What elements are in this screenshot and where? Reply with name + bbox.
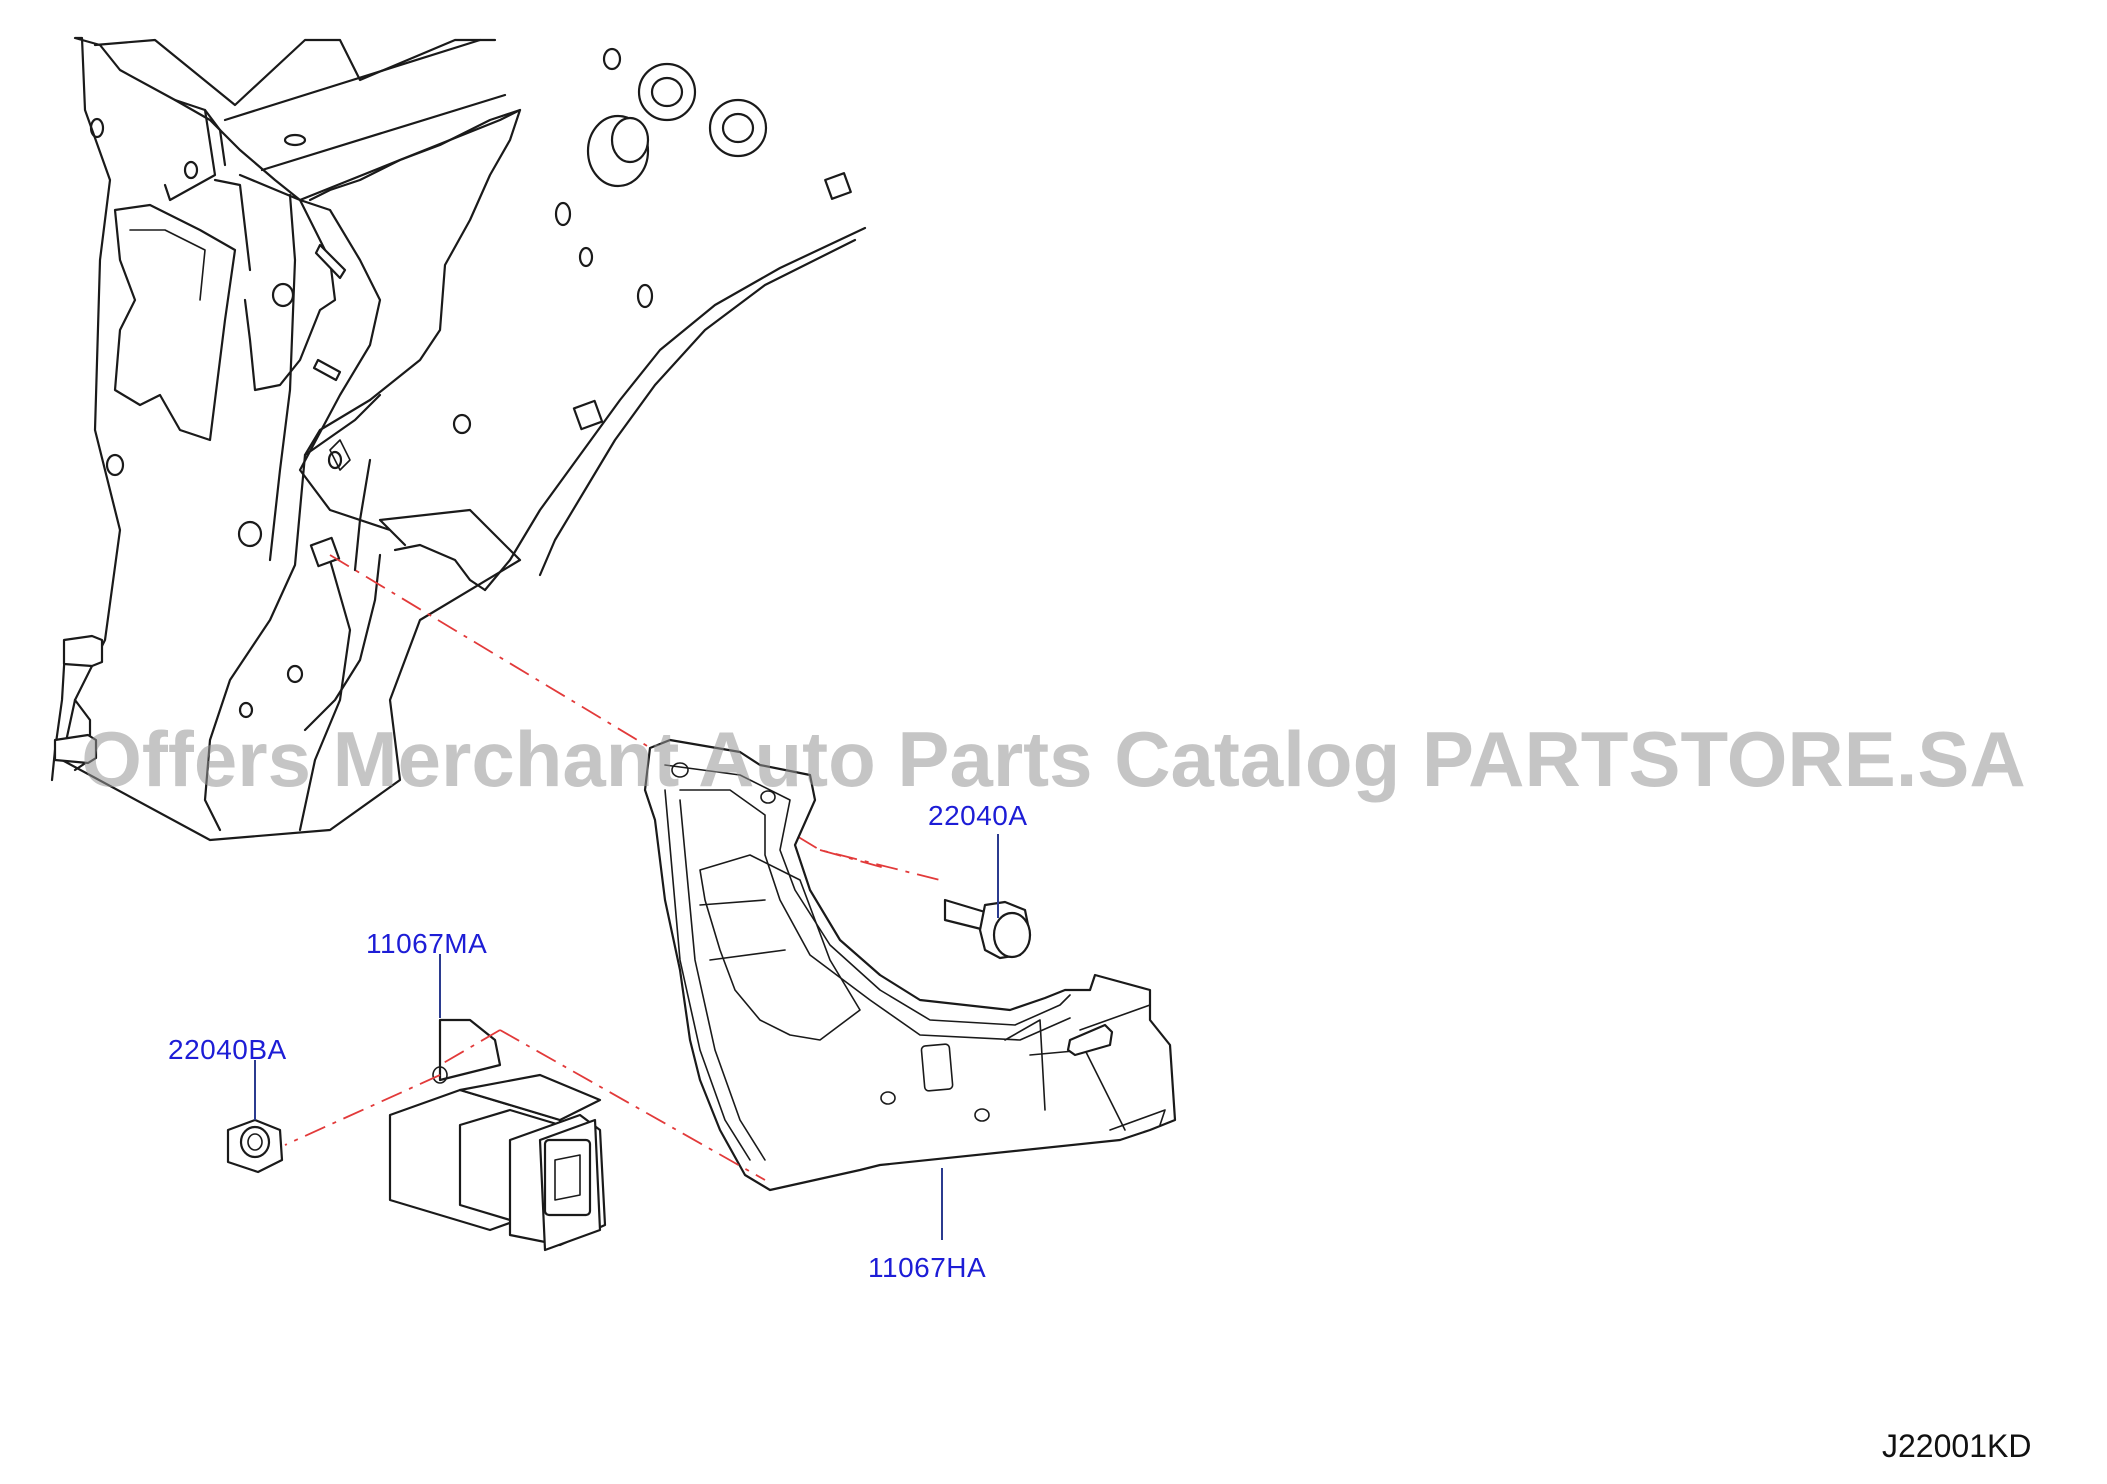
part-label-11067ma[interactable]: 11067MA [366, 928, 488, 959]
body-frame-structure [50, 36, 867, 842]
phantom-line-module [284, 1029, 766, 1181]
bracket-11067ha [643, 738, 1177, 1192]
nut-22040ba [226, 1118, 284, 1174]
module-11067ma [388, 1018, 607, 1252]
diagram-reference-code: J22001KD [1882, 1428, 2032, 1464]
part-label-22040ba[interactable]: 22040BA [168, 1034, 287, 1065]
leader-lines [254, 834, 999, 1240]
part-label-22040a[interactable]: 22040A [928, 800, 1028, 831]
phantom-line-bolt [329, 554, 941, 881]
bolt-22040a [943, 898, 1032, 960]
part-label-11067ha[interactable]: 11067HA [868, 1252, 987, 1283]
